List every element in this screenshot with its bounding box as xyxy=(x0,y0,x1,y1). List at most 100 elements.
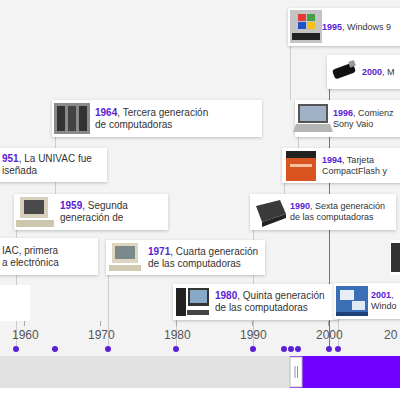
handle-grip xyxy=(295,366,296,378)
event-text-area: IAC, primera a electrónica xyxy=(2,238,64,275)
event-text-area: 1995, Windows 9 xyxy=(322,8,398,46)
usb-plug xyxy=(348,60,356,68)
event-headline-block: 1995, Windows 9 xyxy=(322,22,398,33)
mainframe-cabinet xyxy=(79,106,87,131)
event-headline-block: 1990, Sexta generación de las computador… xyxy=(290,201,390,223)
event-text-area: 1980, Quinta generación de las computado… xyxy=(215,284,329,320)
windows-flag xyxy=(298,14,306,21)
windows-flag xyxy=(307,22,315,29)
laptop-base xyxy=(293,124,333,132)
event-headline-block: 2000, M xyxy=(362,67,398,78)
monitor xyxy=(188,288,209,306)
axis-tick xyxy=(328,321,329,326)
compactflash-stripe xyxy=(290,164,312,167)
event-dot xyxy=(326,346,332,352)
screenshot-window xyxy=(352,301,365,310)
windows-flag xyxy=(307,14,315,21)
range-handle xyxy=(290,357,302,387)
event-year: 1990 xyxy=(290,201,310,211)
event-headline-block: 2001, Windo xyxy=(371,290,398,312)
axis-tick xyxy=(176,321,177,326)
event-text-area: 1971, Cuarta generación de las computado… xyxy=(148,240,262,275)
event-line xyxy=(290,46,291,100)
screenshot-image xyxy=(336,286,368,316)
mainframe-cabinet xyxy=(68,106,76,131)
event-line xyxy=(298,137,299,148)
event-text-area: 2000, M xyxy=(362,55,398,89)
desktop-pc-base xyxy=(109,265,141,271)
event-card-fragment xyxy=(0,285,30,321)
windows-box-band xyxy=(292,33,320,40)
event-headline: , M xyxy=(382,67,395,77)
screenshot-window xyxy=(340,290,354,300)
compactflash-band xyxy=(286,151,316,158)
event-text-area: 1994, Tarjeta CompactFlash y xyxy=(322,148,396,183)
event-card: 951, La UNIVAC fue iseñada xyxy=(0,148,107,182)
event-dot xyxy=(250,346,256,352)
event-year: 2001 xyxy=(371,290,391,300)
axis-year-label: 1970 xyxy=(88,328,115,342)
event-image-fragment xyxy=(391,243,400,272)
event-text-area: 951, La UNIVAC fue iseñada xyxy=(2,148,102,182)
event-text-area: 1959, Segunda generación de xyxy=(60,194,134,230)
old-pc-keyboard xyxy=(16,220,54,227)
windows-box-image xyxy=(290,10,322,43)
axis-tick xyxy=(100,321,101,326)
keyboard xyxy=(187,310,209,315)
event-headline-block: IAC, primera a electrónica xyxy=(2,245,64,269)
laptop-base xyxy=(262,214,286,227)
event-headline-block: 1971, Cuarta generación de las computado… xyxy=(148,246,262,270)
mainframe-cabinet xyxy=(57,106,65,131)
event-year: 1959 xyxy=(60,200,82,211)
axis-year-label: 20 xyxy=(384,328,397,342)
event-dot xyxy=(335,346,341,352)
old-pc-screen xyxy=(24,200,44,214)
event-card: IAC, primera a electrónica xyxy=(0,238,98,275)
axis-tick xyxy=(24,321,25,326)
compactflash-image xyxy=(286,151,316,181)
event-year: 1994 xyxy=(322,155,342,165)
event-year: 1980 xyxy=(215,290,237,301)
event-dot xyxy=(173,346,179,352)
event-dot xyxy=(295,346,301,352)
event-dot xyxy=(281,346,287,352)
event-dot xyxy=(13,346,19,352)
event-headline-block: 951, La UNIVAC fue iseñada xyxy=(2,153,102,177)
old-pc-image xyxy=(20,197,48,218)
event-headline-block: 1980, Quinta generación de las computado… xyxy=(215,290,329,314)
event-year: 951 xyxy=(2,153,19,164)
handle-grip xyxy=(297,366,298,378)
axis-tick xyxy=(252,321,253,326)
visible-range xyxy=(290,356,400,388)
event-year: 1971 xyxy=(148,246,170,257)
event-line xyxy=(284,183,285,194)
navigation-bar xyxy=(0,356,400,388)
event-year: 1964 xyxy=(95,107,117,118)
tower-pc-image xyxy=(176,288,186,316)
event-headline-block: 1994, Tarjeta CompactFlash y xyxy=(322,155,396,177)
event-dot xyxy=(288,346,294,352)
windows-flag xyxy=(298,22,306,29)
event-year: 1996 xyxy=(333,108,353,118)
event-year: 1995 xyxy=(322,22,342,32)
event-year: 2000 xyxy=(362,67,382,77)
event-text-area: 1990, Sexta generación de las computador… xyxy=(290,194,390,230)
monitor-screen xyxy=(190,290,207,303)
event-headline-block: 1959, Segunda generación de xyxy=(60,200,134,224)
mainframe-image xyxy=(54,103,90,134)
event-headline-block: 1964, Tercera generación de computadoras xyxy=(95,107,217,131)
event-dot xyxy=(105,346,111,352)
event-headline: IAC, primera a electrónica xyxy=(2,245,59,268)
event-text-area: 1996, Comienz Sony Vaio xyxy=(333,100,397,137)
desktop-pc-screen xyxy=(115,246,135,259)
event-text-area: 2001, Windo xyxy=(371,283,398,319)
laptop-screen xyxy=(300,106,326,121)
axis-year-label: 1960 xyxy=(12,328,39,342)
laptop-image xyxy=(298,104,328,123)
axis-year-label: 1980 xyxy=(164,328,191,342)
event-card-fragment xyxy=(390,240,400,275)
desktop-pc-image xyxy=(112,243,138,263)
event-headline-block: 1996, Comienz Sony Vaio xyxy=(333,108,397,130)
axis-year-label: 1990 xyxy=(240,328,267,342)
